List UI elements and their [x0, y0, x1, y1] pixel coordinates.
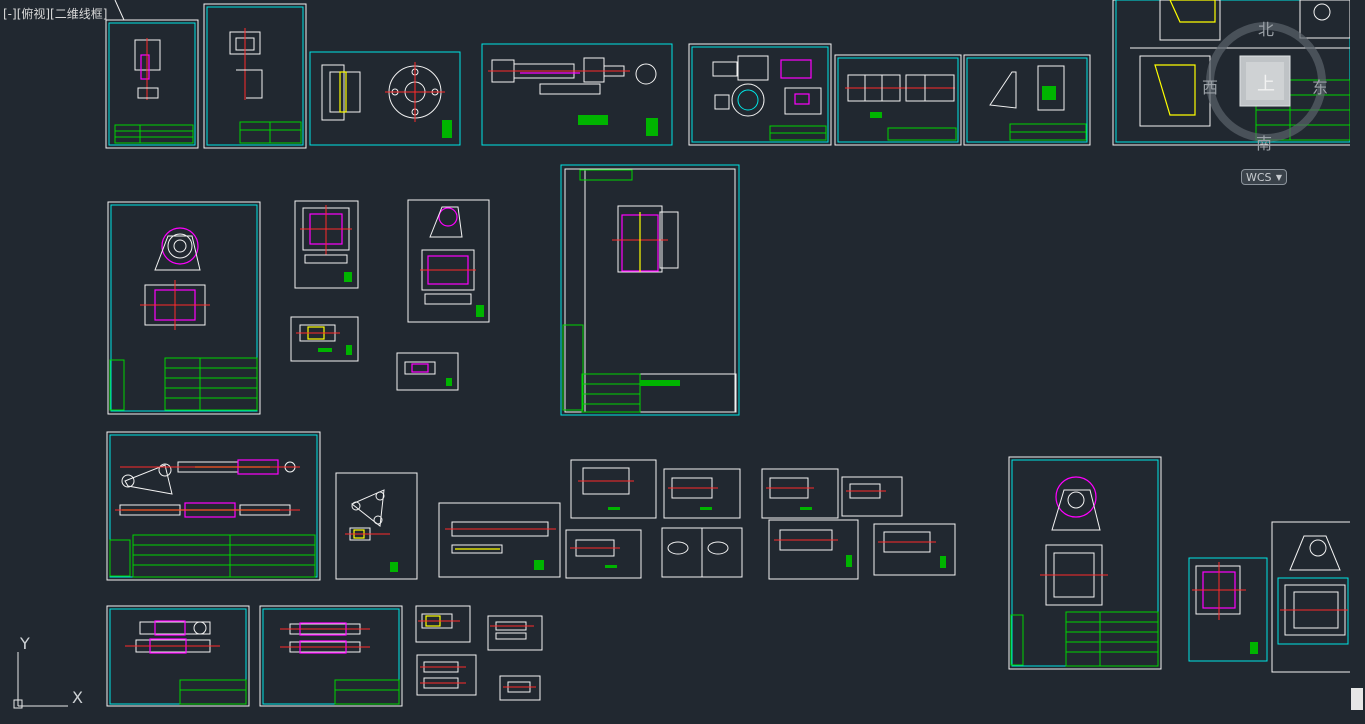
- drawing-sheet[interactable]: [438, 502, 561, 578]
- drawing-sheet[interactable]: [873, 523, 956, 576]
- viewcube-east[interactable]: 东: [1312, 78, 1329, 97]
- drawing-sheet[interactable]: [259, 605, 403, 707]
- wcs-label: WCS: [1246, 171, 1272, 184]
- drawing-sheet[interactable]: [396, 352, 459, 391]
- drawing-sheet[interactable]: [105, 0, 199, 149]
- drawing-sheet[interactable]: [290, 316, 359, 362]
- drawing-sheet[interactable]: [407, 199, 490, 323]
- drawing-sheet[interactable]: [560, 164, 740, 416]
- scrollbar-thumb[interactable]: [1351, 688, 1363, 710]
- vertical-scrollbar[interactable]: [1350, 0, 1365, 724]
- ucs-y-label: Y: [20, 634, 30, 653]
- drawing-sheet[interactable]: [481, 43, 673, 146]
- drawing-sheet[interactable]: [661, 527, 743, 578]
- drawing-sheet[interactable]: [335, 472, 418, 580]
- viewcube[interactable]: 北 南 东 西 上: [1202, 18, 1350, 166]
- viewcube-top-face[interactable]: 上: [1257, 74, 1275, 95]
- drawing-sheet[interactable]: [688, 43, 832, 146]
- compass-ring-icon[interactable]: [1202, 18, 1350, 166]
- drawing-sheet[interactable]: [663, 468, 741, 519]
- drawing-sheet[interactable]: [963, 54, 1091, 146]
- drawing-sheet[interactable]: [487, 615, 543, 651]
- drawing-sheet[interactable]: [1188, 557, 1268, 662]
- drawing-sheet[interactable]: [565, 529, 642, 579]
- ucs-x-label: X: [72, 688, 83, 707]
- viewcube-south[interactable]: 南: [1256, 134, 1273, 153]
- ucs-axis-icon: [13, 652, 68, 709]
- drawing-sheet[interactable]: [106, 605, 250, 707]
- drawing-sheet[interactable]: [834, 54, 962, 146]
- drawing-sheet[interactable]: [416, 654, 477, 696]
- drawing-sheet[interactable]: [841, 476, 903, 517]
- drawing-sheet[interactable]: [415, 605, 471, 643]
- drawing-sheet[interactable]: [768, 519, 859, 580]
- drawing-sheet[interactable]: [1271, 521, 1353, 673]
- drawing-sheet[interactable]: [106, 431, 321, 581]
- drawing-sheet[interactable]: [309, 51, 461, 146]
- drawing-sheet[interactable]: [761, 468, 839, 519]
- wcs-menu-button[interactable]: WCS ▼: [1241, 169, 1287, 185]
- viewcube-north[interactable]: 北: [1258, 20, 1275, 39]
- drawing-sheet[interactable]: [1008, 456, 1162, 670]
- drawing-sheet[interactable]: [294, 200, 359, 289]
- drawing-sheet[interactable]: [107, 201, 261, 415]
- drawing-sheet[interactable]: [570, 459, 657, 519]
- viewport-controls-label[interactable]: [-][俯视][二维线框]: [3, 7, 108, 21]
- viewcube-west[interactable]: 西: [1202, 78, 1219, 97]
- drawing-sheet[interactable]: [499, 675, 541, 701]
- drawing-sheet[interactable]: [203, 3, 307, 149]
- chevron-down-icon: ▼: [1275, 173, 1282, 182]
